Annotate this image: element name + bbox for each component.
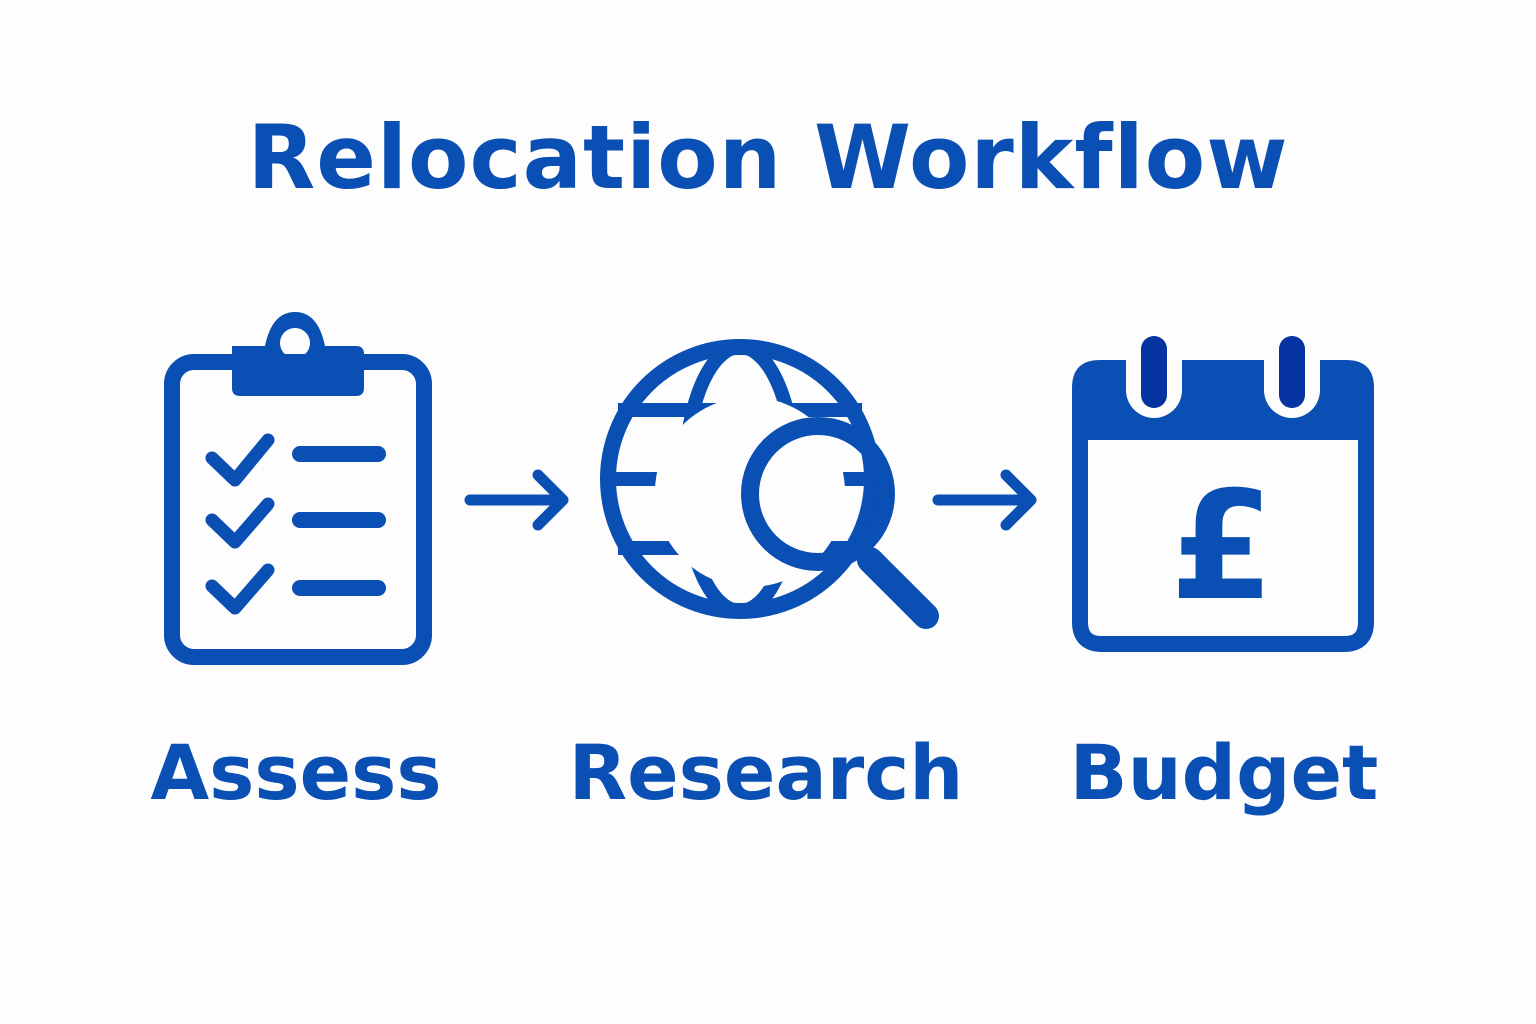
pound-symbol: £: [1170, 460, 1274, 634]
diagram-title: Relocation Workflow: [247, 106, 1289, 209]
clipboard-checklist-icon: [160, 310, 435, 670]
globe-search-icon: [598, 332, 950, 632]
calendar-pound-icon: £: [1070, 332, 1376, 654]
arrow-right-icon: [930, 465, 1042, 535]
arrow-right-icon: [462, 465, 574, 535]
step-label-budget: Budget: [1069, 728, 1379, 817]
step-label-research: Research: [568, 728, 964, 817]
step-label-assess: Assess: [150, 728, 442, 817]
